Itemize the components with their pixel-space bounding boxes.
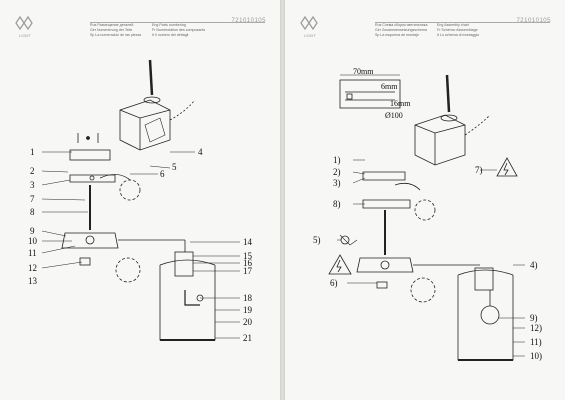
- header-fr: Fr Schéma d'assemblage: [437, 28, 478, 32]
- header-sp: Sp La numeración de las piezas: [90, 33, 142, 37]
- brand-logo-icon: [300, 15, 318, 31]
- callout-7: 7: [30, 194, 35, 204]
- header-rule: [375, 22, 550, 23]
- header-sp: Sp La esquema de montaje: [375, 33, 419, 37]
- header-col2: Eng Assembly chart Fr Schéma d'assemblag…: [437, 23, 479, 38]
- junction-box-drawing: [414, 74, 491, 166]
- callout-4: 4: [198, 147, 203, 157]
- model-code: 721010105: [516, 18, 551, 24]
- callout-17: 17: [243, 266, 253, 276]
- header-languages: Rus Схема сборки светильника Ger Zusamme…: [375, 23, 479, 38]
- callout-19: 19: [243, 305, 253, 315]
- callout-9: 9: [30, 226, 35, 236]
- callout-3: 3): [333, 178, 341, 188]
- header-eng: Eng Parts numbering: [152, 23, 186, 27]
- header-fr: Fr Numérotation des composants: [152, 28, 206, 32]
- bracket-drawing: [69, 133, 116, 183]
- bracket-drawing: [362, 171, 436, 221]
- socket-drawing: [339, 234, 480, 303]
- callout-9: 9): [530, 313, 538, 323]
- header-ger: Ger Zusammensetzungsschema: [375, 28, 427, 32]
- header-it: It Lo schema di montaggio: [437, 33, 480, 37]
- callout-21: 21: [243, 333, 252, 343]
- model-code: 721010105: [231, 18, 266, 24]
- leader-lines: [41, 151, 240, 339]
- callout-labels: 1 2 3 4 5 6 7 8 9 10 11 12 13 14 15 16 1…: [28, 147, 253, 343]
- dim-diameter: Ø100: [385, 111, 403, 120]
- header-ru: Rus Схема сборки светильника: [375, 23, 428, 27]
- header-eng: Eng Assembly chart: [437, 23, 469, 27]
- dimension-labels: 70mm 6mm 16mm Ø100: [353, 67, 411, 120]
- callout-6: 6): [330, 278, 338, 288]
- socket-drawing: [61, 232, 186, 283]
- header-col2: Eng Parts numbering Fr Numérotation des …: [152, 23, 205, 38]
- dim-width: 70mm: [353, 67, 374, 76]
- callout-3: 3: [30, 180, 35, 190]
- dim-16mm: 16mm: [390, 99, 411, 108]
- callout-5: 5): [313, 235, 321, 245]
- callout-7: 7): [475, 165, 483, 175]
- callout-20: 20: [243, 317, 253, 327]
- book-gutter: [280, 0, 285, 400]
- callout-labels: 1) 2) 3) 4) 5) 6) 7) 8) 9) 10) 11) 12): [313, 155, 542, 361]
- callout-6: 6: [160, 169, 165, 179]
- right-page: LIGHT 721010105 Rus Схема сборки светиль…: [285, 0, 565, 400]
- header-ru: Rus Размещение деталей: [90, 23, 134, 27]
- leader-lines: [337, 159, 525, 357]
- shade-drawing: [159, 251, 216, 341]
- assembly-diagram: 70mm 6mm 16mm Ø100: [313, 67, 542, 361]
- brand-logo-icon: [15, 15, 33, 31]
- callout-1: 1): [333, 155, 341, 165]
- header-it: It Il numero dei dettagli: [152, 33, 189, 37]
- callout-10: 10): [530, 351, 542, 361]
- junction-box-drawing: [119, 59, 196, 151]
- callout-13: 13: [28, 276, 38, 286]
- warning-icon: [496, 157, 518, 177]
- callout-2: 2): [333, 167, 341, 177]
- callout-16: 16: [243, 258, 253, 268]
- logo-text: LIGHT: [19, 33, 31, 38]
- callout-5: 5: [172, 162, 177, 172]
- callout-15: 15: [243, 251, 253, 261]
- header-ger: Ger Numerierung der Teile: [90, 28, 133, 32]
- callout-4: 4): [530, 260, 538, 270]
- header-rule: [90, 22, 265, 23]
- callout-1: 1: [30, 147, 35, 157]
- parts-diagram: 1 2 3 4 5 6 7 8 9 10 11 12 13 14 15 16 1…: [28, 59, 253, 343]
- callout-18: 18: [243, 293, 253, 303]
- dim-6mm: 6mm: [381, 82, 398, 91]
- callout-8: 8): [333, 199, 341, 209]
- left-page: LIGHT 721010105 Rus Размещение деталей G…: [0, 0, 280, 400]
- callout-11: 11): [530, 337, 542, 347]
- logo-text: LIGHT: [304, 33, 316, 38]
- header-languages: Rus Размещение деталей Ger Numerierung d…: [90, 23, 205, 38]
- warning-icon: [328, 254, 352, 275]
- callout-12: 12: [28, 263, 37, 273]
- callout-8: 8: [30, 207, 35, 217]
- callout-11: 11: [28, 248, 37, 258]
- callout-12: 12): [530, 323, 542, 333]
- callout-2: 2: [30, 166, 35, 176]
- callout-10: 10: [28, 236, 38, 246]
- callout-14: 14: [243, 237, 253, 247]
- shade-drawing: [457, 267, 514, 361]
- dimension-drawing: [339, 74, 401, 109]
